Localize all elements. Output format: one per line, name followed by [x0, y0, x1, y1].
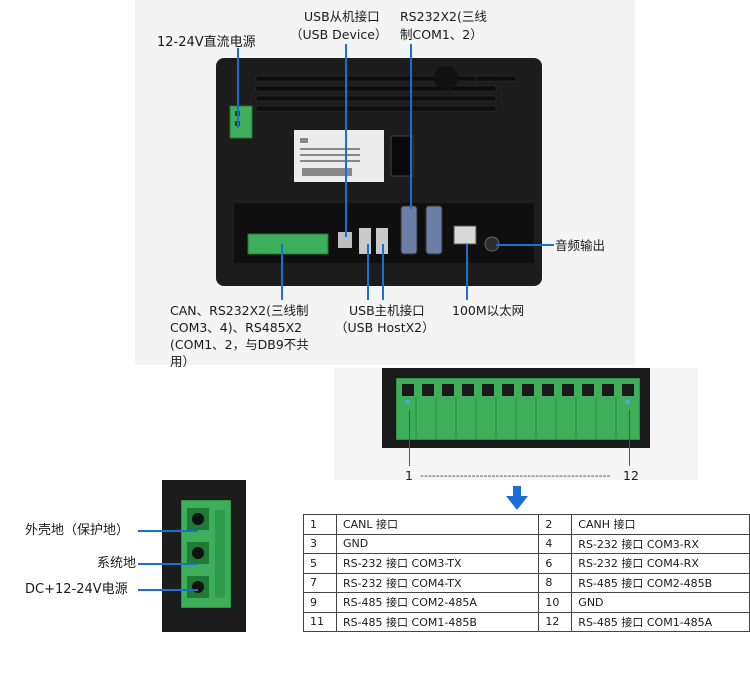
pin-description: RS-485 接口 COM1-485B — [335, 611, 540, 632]
pin-first-label: 1 — [405, 468, 413, 483]
pointer-usb-host-a — [367, 244, 369, 300]
pin-description: RS-485 接口 COM2-485B — [571, 572, 750, 593]
pin-description: RS-232 接口 COM4-RX — [571, 553, 750, 574]
pointer-dc — [138, 589, 198, 591]
usb-device-label-1: USB从机接口 — [304, 9, 380, 24]
pin-number: 12 — [538, 611, 573, 632]
pin-number: 7 — [303, 572, 337, 593]
pin-definition-table: 1 CANL 接口 2 CANH 接口 3 GND 4 RS-232 接口 CO… — [303, 514, 750, 632]
pin-description: CANH 接口 — [571, 514, 750, 535]
pin-number: 4 — [538, 533, 573, 554]
pointer-usb-device — [345, 44, 347, 237]
pin-dashes: ----------------------------------------… — [420, 469, 610, 482]
can-label-2: COM3、4)、RS485X2 — [170, 320, 303, 335]
pointer-ethernet — [466, 244, 468, 300]
pin-description: RS-485 接口 COM2-485A — [335, 592, 540, 613]
pin-number: 5 — [303, 553, 337, 574]
pin-number: 9 — [303, 592, 337, 613]
power-terminal-block — [181, 500, 231, 608]
usb-host-label-2: （USB HostX2） — [335, 320, 435, 335]
usb-device-label-2: （USB Device） — [290, 27, 388, 42]
pin-description: GND — [335, 533, 540, 554]
can-label-3: (COM1、2，与DB9不共 — [170, 337, 309, 352]
table-row: 7 RS-232 接口 COM4-TX 8 RS-485 接口 COM2-485… — [303, 572, 750, 593]
power-label: 12-24V直流电源 — [157, 35, 256, 50]
shell-ground-label: 外壳地（保护地） — [25, 523, 130, 538]
pin-description: CANL 接口 — [335, 514, 540, 535]
pin1-tick — [409, 410, 410, 466]
pointer-system — [138, 563, 198, 565]
pin12-tick — [629, 410, 630, 466]
pin-last-label: 12 — [623, 468, 639, 483]
table-row: 9 RS-485 接口 COM2-485A 10 GND — [303, 592, 750, 613]
ethernet-label: 100M以太网 — [452, 303, 525, 318]
pin-number: 8 — [538, 572, 573, 593]
rs232-label-1: RS232X2(三线 — [400, 9, 487, 24]
dc-power-label: DC+12-24V电源 — [25, 582, 128, 597]
pin-number: 6 — [538, 553, 573, 574]
terminal-block — [396, 378, 640, 440]
pin-description: RS-232 接口 COM4-TX — [335, 572, 540, 593]
pin-description: GND — [571, 592, 750, 613]
table-row: 11 RS-485 接口 COM1-485B 12 RS-485 接口 COM1… — [303, 611, 750, 632]
pointer-rs232 — [410, 44, 412, 209]
pin-description: RS-485 接口 COM1-485A — [571, 611, 750, 632]
pointer-usb-host-b — [382, 244, 384, 300]
pointer-audio — [496, 244, 554, 246]
pin-number: 3 — [303, 533, 337, 554]
pin-number: 2 — [538, 514, 573, 535]
pin-number: 10 — [538, 592, 573, 613]
pin-number: 11 — [303, 611, 337, 632]
usb-host-label-1: USB主机接口 — [349, 303, 425, 318]
audio-label: 音频输出 — [555, 238, 606, 253]
pin-number: 1 — [303, 514, 337, 535]
arrow-down-icon — [506, 486, 528, 510]
can-label-4: 用） — [170, 354, 196, 369]
pointer-power — [237, 48, 239, 128]
vent-grille — [229, 66, 534, 263]
can-label-1: CAN、RS232X2(三线制 — [170, 303, 309, 318]
system-ground-label: 系统地 — [97, 556, 137, 571]
device-rear-panel — [216, 58, 542, 286]
rs232-label-2: 制COM1、2） — [400, 27, 483, 42]
pointer-shell — [138, 530, 198, 532]
table-row: 3 GND 4 RS-232 接口 COM3-RX — [303, 533, 750, 554]
pointer-can — [281, 244, 283, 300]
pin-description: RS-232 接口 COM3-RX — [571, 533, 750, 554]
table-row: 1 CANL 接口 2 CANH 接口 — [303, 514, 750, 535]
pin-description: RS-232 接口 COM3-TX — [335, 553, 540, 574]
table-row: 5 RS-232 接口 COM3-TX 6 RS-232 接口 COM4-RX — [303, 553, 750, 574]
